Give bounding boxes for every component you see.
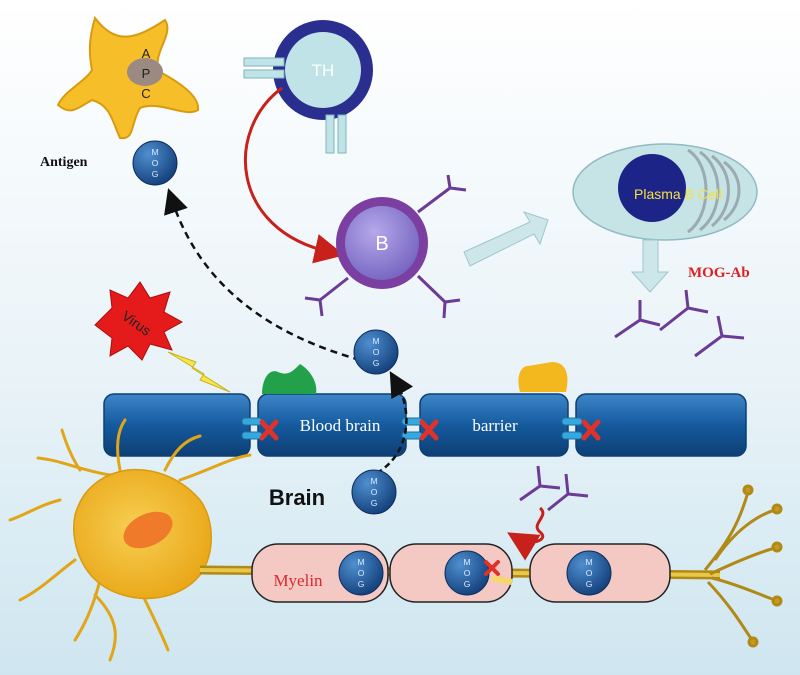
mog-letter-g: G — [371, 498, 378, 508]
myelin-damage-x-icon — [484, 560, 500, 576]
mog-letter-m: M — [357, 557, 364, 567]
mog-letter-o: O — [464, 568, 471, 578]
activation-arrow — [243, 86, 345, 264]
axon-terminal-icon — [703, 484, 783, 648]
yellow-receptor — [518, 362, 568, 392]
mog-letter-m: M — [151, 147, 158, 157]
antibody-attack-arrow — [507, 506, 545, 561]
antigen-label: Antigen — [40, 155, 88, 170]
virus-icon: Virus — [94, 281, 184, 361]
mog-molecule-myelin-1: M O G — [338, 550, 384, 596]
mog-molecule-myelin-2: M O G — [444, 550, 490, 596]
b-cell-receptors — [304, 174, 467, 319]
mog-molecule-brain: M O G — [351, 469, 397, 515]
mog-letter-o: O — [152, 158, 159, 168]
blood-brain-barrier: Blood brain barrier — [103, 393, 747, 457]
mog-ab-label: MOG-Ab — [688, 265, 750, 281]
mog-letter-o: O — [586, 568, 593, 578]
mog-molecule-myelin-3: M O G — [566, 550, 612, 596]
mog-letter-o: O — [358, 568, 365, 578]
lightning-icon — [167, 351, 231, 393]
differentiation-arrow — [463, 211, 549, 267]
th-cell-icon: TH — [243, 20, 373, 154]
mog-letter-g: G — [358, 579, 365, 589]
brain-label: Brain — [269, 485, 325, 510]
tight-junction-icon — [241, 417, 583, 440]
mog-molecule-antigen: M O G — [132, 140, 178, 186]
apc-label-a: A — [142, 46, 151, 61]
red-x-icon — [259, 419, 601, 441]
brain-antibody-icon — [519, 465, 589, 512]
mog-letter-g: G — [152, 169, 159, 179]
neuron-icon — [8, 418, 252, 662]
mog-letter-o: O — [373, 347, 380, 357]
antigen-release-arrow — [164, 188, 361, 362]
b-cell-icon: B — [304, 174, 467, 319]
th-label: TH — [312, 61, 335, 80]
mog-letter-g: G — [586, 579, 593, 589]
secretion-arrow — [630, 239, 670, 293]
mog-letter-m: M — [370, 476, 377, 486]
green-receptor — [262, 364, 317, 394]
plasma-label: Plasma B Cell — [634, 186, 722, 202]
myelin-label: Myelin — [273, 571, 323, 590]
plasma-cell-icon: Plasma B Cell — [572, 143, 758, 241]
apc-cell-icon: A P C — [56, 15, 200, 140]
bbb-label-2: barrier — [472, 416, 518, 435]
mog-letter-m: M — [372, 336, 379, 346]
mog-letter-m: M — [585, 557, 592, 567]
mog-letter-m: M — [463, 557, 470, 567]
mog-letter-o: O — [371, 487, 378, 497]
apc-label-p: P — [142, 66, 151, 81]
mog-letter-g: G — [464, 579, 471, 589]
mog-letter-g: G — [373, 358, 380, 368]
apc-label-c: C — [141, 86, 150, 101]
b-cell-label: B — [375, 233, 388, 255]
antibody-icon — [614, 289, 745, 358]
bbb-label-1: Blood brain — [300, 416, 381, 435]
mog-molecule-crossing: M O G — [353, 329, 399, 375]
